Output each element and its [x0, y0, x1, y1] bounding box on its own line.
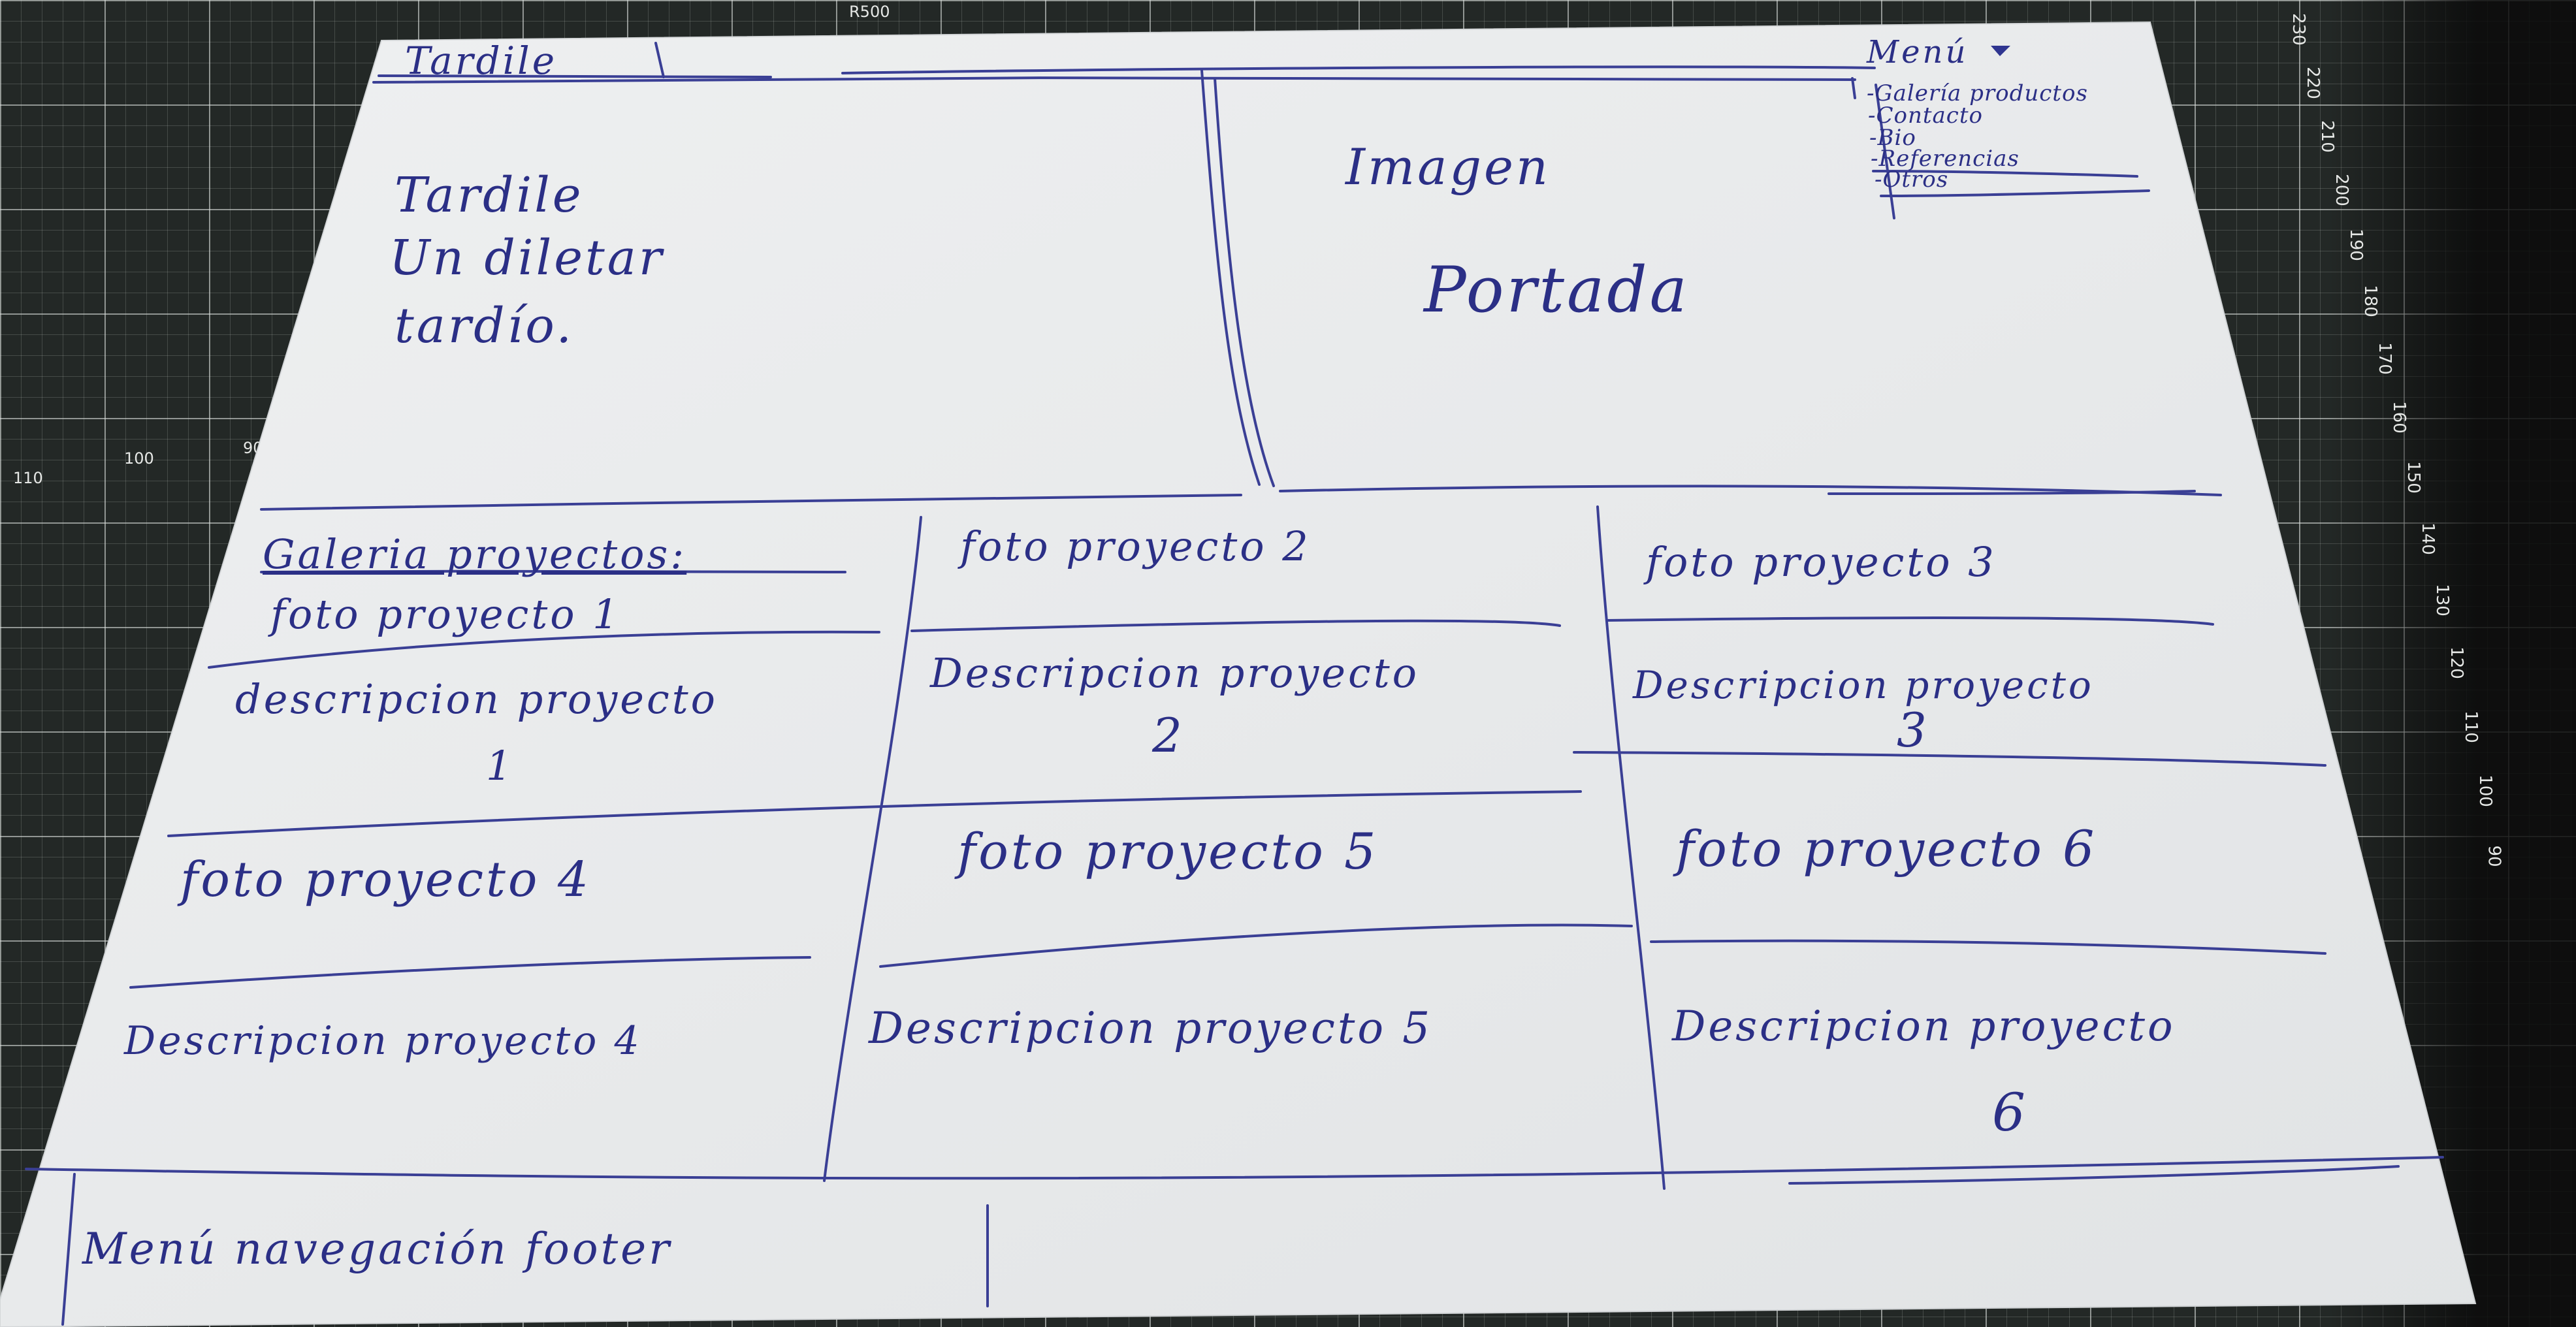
project-photo-6[interactable]: foto proyecto 6 — [1676, 820, 2097, 878]
header-divider-line — [841, 65, 1876, 74]
project-description-1: descripcion proyecto — [235, 675, 718, 723]
gallery-column-divider — [1596, 505, 1666, 1190]
mat-label-top: R500 — [849, 3, 890, 21]
menu-dropdown-arrow — [1991, 46, 2010, 56]
photo-divider-line — [208, 630, 880, 669]
hero-bottom-line — [260, 494, 1242, 511]
photo-divider-line — [1650, 939, 2326, 955]
project-description-2: Descripcion proyecto — [930, 649, 1419, 697]
hero-title: Tardile — [394, 167, 584, 223]
logo-box-line — [654, 42, 665, 78]
hero-bottom-line — [1279, 485, 2222, 496]
project-photo-3[interactable]: foto proyecto 3 — [1646, 538, 1997, 586]
menu-box-line — [1872, 170, 2138, 178]
hero-tagline: tardío. — [394, 298, 575, 354]
project-photo-2[interactable]: foto proyecto 2 — [960, 522, 1311, 570]
menu-item-otros[interactable]: -Otros — [1875, 167, 1949, 193]
menu-item-bio[interactable]: -Bio — [1869, 125, 1916, 151]
project-photo-1[interactable]: foto proyecto 1 — [270, 590, 621, 638]
project-description-6-number: 6 — [1992, 1082, 2028, 1143]
menu-box-line — [1851, 77, 1856, 99]
mat-number-left: 100 — [124, 449, 154, 468]
mat-number-left: 110 — [13, 469, 43, 487]
project-photo-5[interactable]: foto proyecto 5 — [958, 822, 1379, 880]
project-description-3: Descripcion proyecto — [1633, 663, 2094, 707]
project-description-4: Descripcion proyecto 4 — [124, 1018, 642, 1064]
gallery-bottom-line — [1788, 1165, 2400, 1185]
hero-tagline: Un diletar — [389, 230, 665, 286]
hero-image-label: Portada — [1424, 253, 1690, 327]
gallery-title: Galeria proyectos: — [263, 530, 687, 578]
paper-shading — [0, 22, 2475, 1327]
gallery-bottom-line — [25, 1156, 2444, 1180]
hero-bottom-line — [1827, 490, 2196, 495]
menu-item-contacto[interactable]: -Contacto — [1868, 103, 1983, 129]
hero-image-label: Imagen — [1345, 138, 1551, 196]
logo-underline — [378, 74, 772, 78]
photo-divider-line — [910, 619, 1561, 632]
menu-item-galeria[interactable]: -Galería productos — [1867, 80, 2088, 106]
project-description-1-number: 1 — [486, 742, 515, 790]
menu-button[interactable]: Menú — [1867, 34, 1969, 71]
logo-text[interactable]: Tardile — [405, 39, 558, 83]
menu-box-line — [1880, 189, 2150, 197]
project-photo-4[interactable]: foto proyecto 4 — [180, 852, 591, 908]
row-divider-line — [167, 790, 1582, 837]
photo-divider-line — [129, 956, 811, 989]
gallery-title-underline — [260, 569, 846, 573]
photo-divider-line — [879, 923, 1633, 968]
header-divider-line — [372, 76, 1856, 84]
hero-divider-line — [1200, 69, 1261, 486]
footer-navigation-menu[interactable]: Menú navegación footer — [82, 1224, 672, 1274]
project-description-2-number: 2 — [1152, 708, 1185, 763]
footer-divider-line — [61, 1173, 76, 1326]
project-description-6: Descripcion proyecto — [1672, 1002, 2176, 1051]
project-description-5: Descripcion proyecto 5 — [869, 1003, 1433, 1053]
project-description-3-number: 3 — [1897, 703, 1929, 758]
gallery-column-divider — [823, 516, 922, 1182]
hero-divider-line — [1214, 77, 1275, 487]
photo-divider-line — [1605, 616, 2214, 626]
row-divider-line — [1573, 751, 2326, 767]
menu-item-referencias[interactable]: -Referencias — [1871, 146, 2020, 172]
